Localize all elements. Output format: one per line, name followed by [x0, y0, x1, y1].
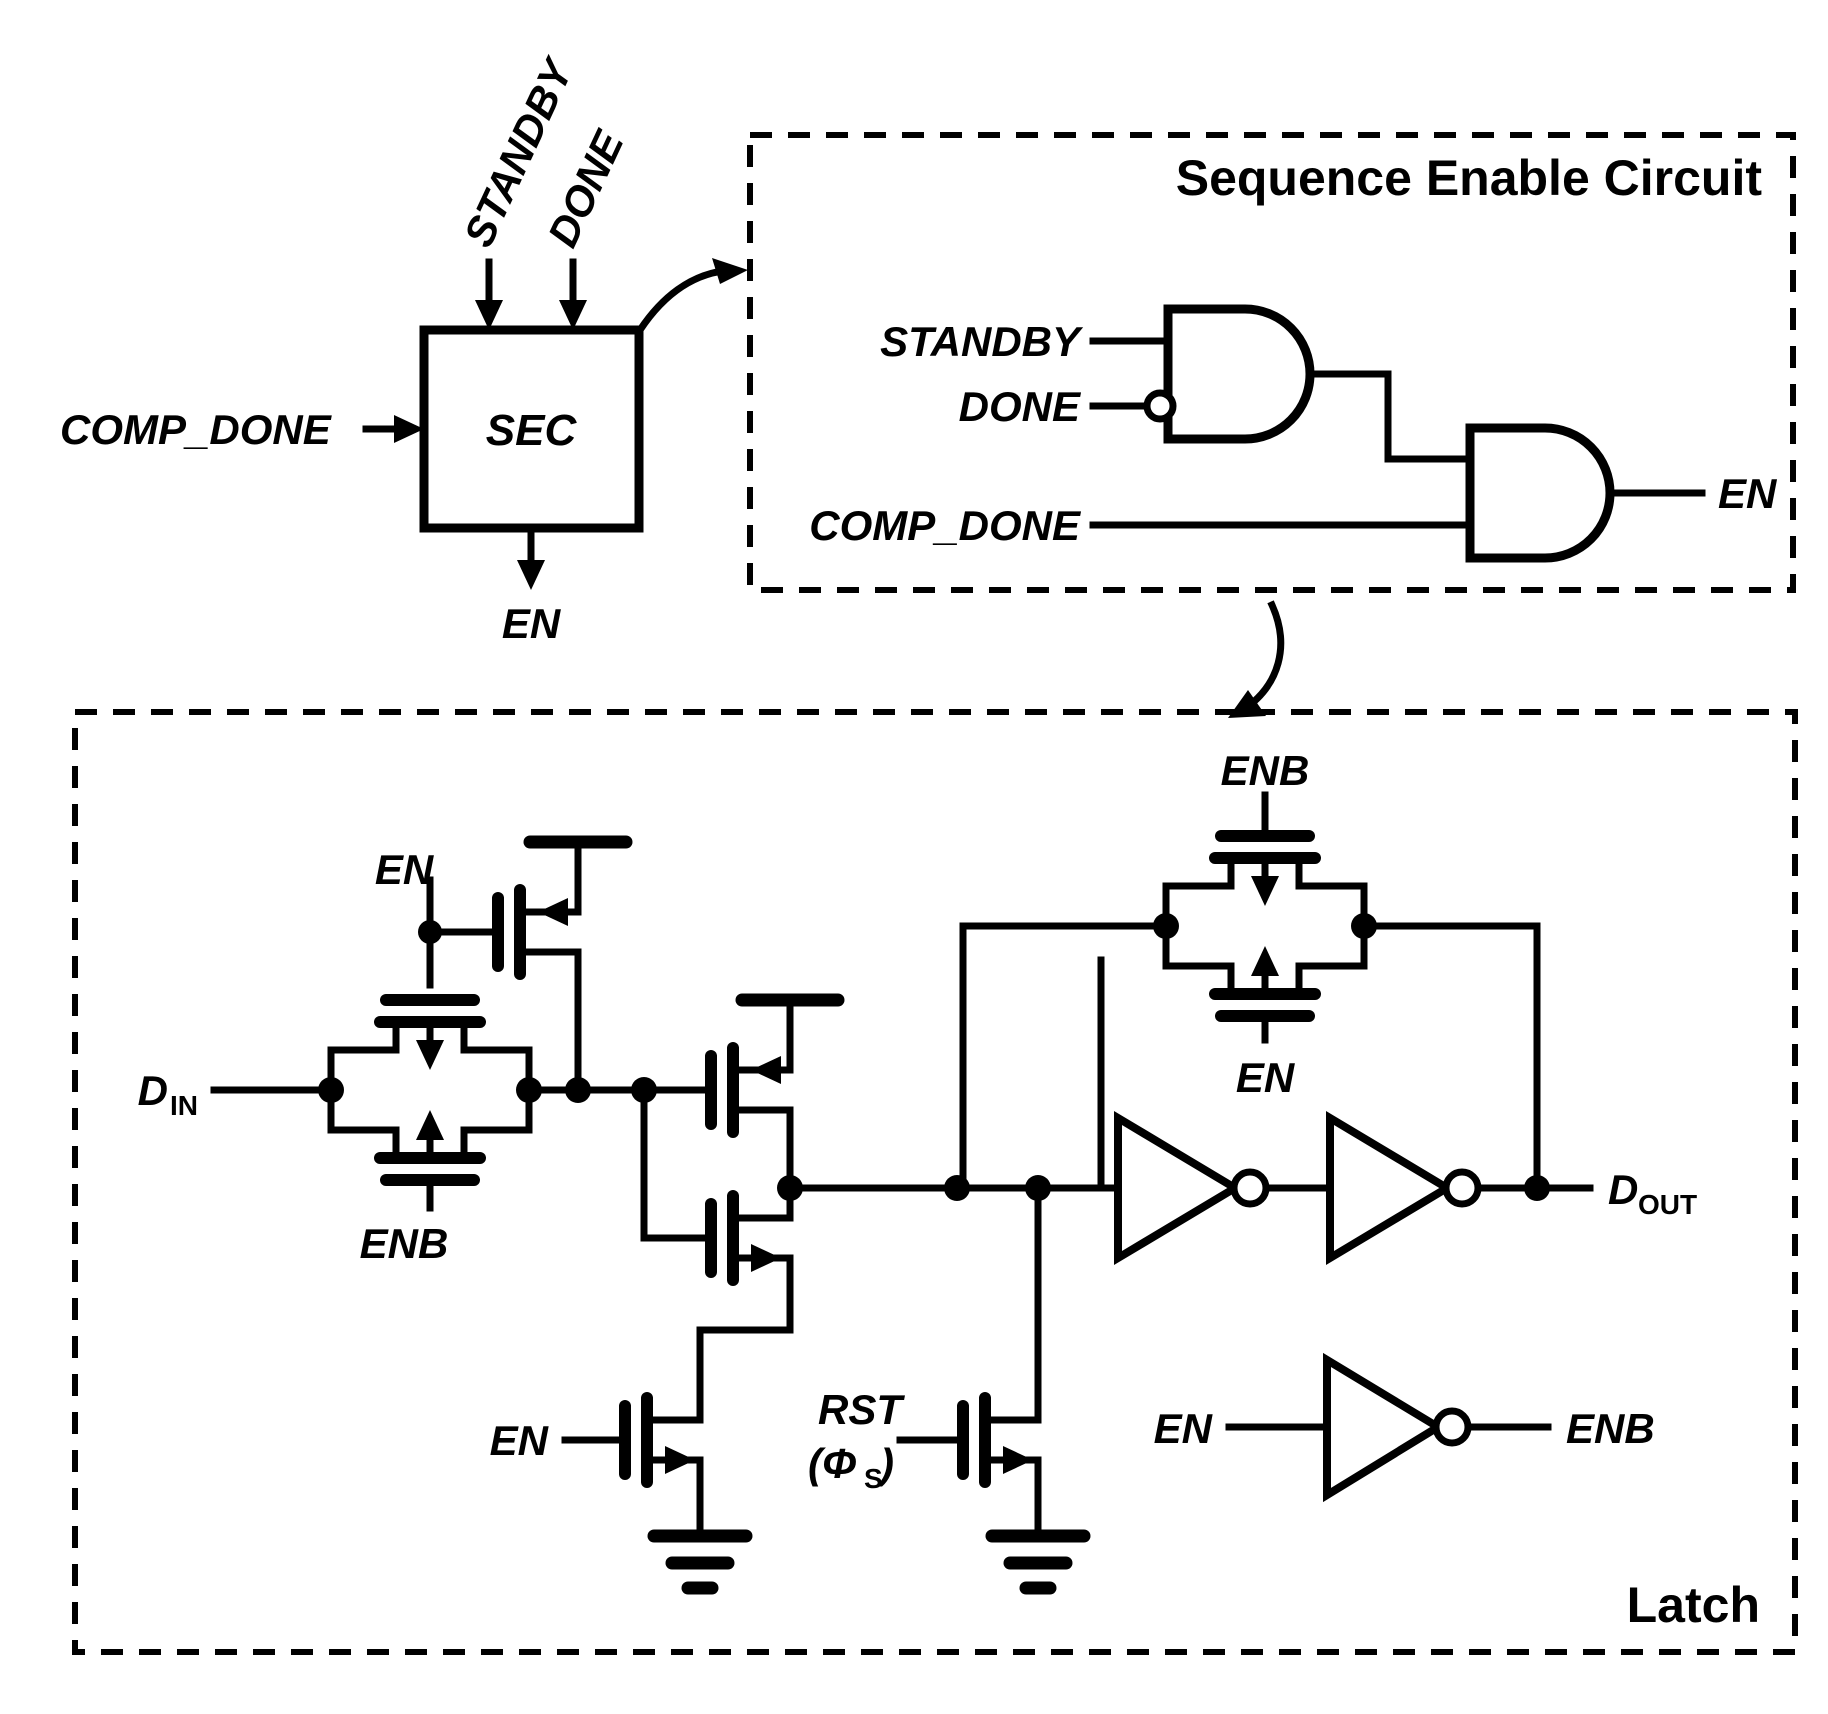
block-done-label: DONE [539, 122, 634, 254]
pullup-pmos-bulk-arrow [538, 898, 568, 926]
rst-label: RST [818, 1386, 905, 1433]
sec-comp-done-label: COMP_DONE [809, 502, 1082, 549]
tgate2-nmos-left-leg [1162, 922, 1235, 998]
tgate1-nmos-bulk-arrow [416, 1110, 444, 1140]
dout-label: D [1608, 1166, 1638, 1213]
en-footer-source-wire [643, 1456, 704, 1537]
en-to-enb-inverter-bubble [1432, 1407, 1472, 1447]
and-gate-1-output-wire [1306, 370, 1474, 463]
tgate2-enb-label: ENB [1221, 747, 1310, 794]
sec-block-label: SEC [486, 406, 578, 455]
and-gate-2-body [1465, 423, 1615, 563]
en-output-arrowhead [517, 560, 545, 590]
tgate1-pmos-bulk-arrow [416, 1040, 444, 1070]
inverter1-triangle [1114, 1110, 1243, 1266]
block-en-output-label: EN [502, 600, 562, 647]
en-footer-drain-wire [643, 1326, 794, 1424]
done-arrowhead [559, 300, 587, 330]
enb-inverter-output-label: ENB [1566, 1405, 1655, 1452]
latch-group [72, 709, 1798, 1655]
inverter-nmos-source-wire [729, 1254, 794, 1334]
and-gate-1-body [1163, 304, 1315, 444]
inverter-pmos-bulk-arrow [751, 1056, 781, 1084]
sec-done-label: DONE [959, 383, 1082, 430]
rst-phase-label-group: (Φ S ) [808, 1440, 894, 1494]
sec-en-output-label: EN [1718, 470, 1778, 517]
tgate1-pmos-left-leg [327, 1018, 400, 1094]
and-gate-1-inverted-input-bubble [1143, 389, 1177, 423]
tgate2-pmos-right-leg [1295, 854, 1368, 930]
sec-block-group [362, 258, 748, 590]
latch-title: Latch [1627, 1577, 1760, 1633]
inverter-nmos-drain-wire [729, 1184, 794, 1222]
en-to-enb-inverter-triangle [1323, 1352, 1446, 1503]
tgate2-pmos-bulk-arrow [1251, 876, 1279, 906]
inverter-pmos-drain-wire [729, 1106, 794, 1192]
en-inverter-input-label: EN [1154, 1405, 1214, 1452]
sequence-enable-circuit-boundary [747, 132, 1796, 593]
standby-arrowhead [475, 300, 503, 330]
block-comp-done-label: COMP_DONE [60, 406, 333, 453]
comp-done-arrowhead [394, 415, 424, 443]
tgate2-nmos-bulk-arrow [1251, 946, 1279, 976]
tgate1-en-label: EN [375, 846, 435, 893]
din-label-subscript: IN [170, 1090, 198, 1121]
pullup-pmos-drain-wire [516, 948, 582, 1094]
rst-phase-label: (Φ [808, 1440, 857, 1487]
rst-phase-subscript: S [864, 1463, 883, 1494]
sequence-enable-circuit-title: Sequence Enable Circuit [1176, 150, 1763, 206]
sec-standby-label: STANDBY [880, 318, 1084, 365]
dout-label-subscript: OUT [1638, 1189, 1697, 1220]
inverter2-triangle [1326, 1110, 1455, 1266]
inverter-nmos-gate-input-wire [640, 1086, 715, 1242]
tgate2-right-feedback-wire [1360, 922, 1541, 1192]
en-footer-label: EN [490, 1417, 550, 1464]
tgate2-pmos-left-leg [1162, 854, 1235, 930]
tgate1-nmos-right-leg [460, 1086, 533, 1162]
tgate2-en-label: EN [1236, 1054, 1296, 1101]
inverter1-output-bubble [1230, 1168, 1270, 1208]
rst-source-wire [981, 1456, 1042, 1537]
tgate1-enb-label: ENB [360, 1220, 449, 1267]
rst-drain-wire [981, 1184, 1042, 1424]
tgate1-pmos-right-leg [460, 1018, 533, 1094]
tgate1-nmos-left-leg [327, 1086, 400, 1162]
sequence-enable-circuit-group [747, 132, 1796, 718]
pullup-pmos-source-wire [516, 838, 582, 916]
tgate2-nmos-right-leg [1295, 922, 1368, 998]
callout-arrow-head-1 [712, 258, 748, 284]
rst-phase-close-paren: ) [876, 1440, 894, 1487]
din-label: D [138, 1067, 168, 1114]
inverter2-output-bubble [1442, 1168, 1482, 1208]
dout-node-dot [1524, 1175, 1550, 1201]
inverter-pmos-source-wire [729, 996, 794, 1074]
